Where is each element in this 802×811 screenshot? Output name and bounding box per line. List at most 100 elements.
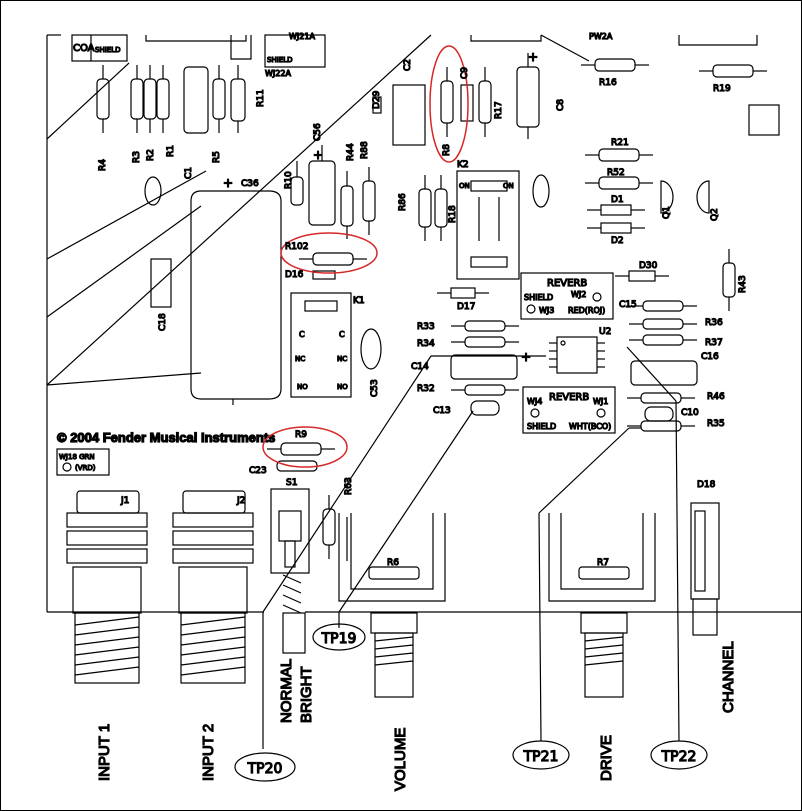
k2-on-right: ON [503, 182, 514, 190]
r16-label: R16 [599, 78, 617, 88]
r43-label: R43 [738, 275, 748, 293]
d30-label: D30 [639, 261, 658, 271]
c14-plus: + [521, 350, 531, 364]
reverb-bottom-label: REVERB [549, 392, 589, 403]
s1-label: S1 [286, 478, 297, 488]
d29-label: D29 [372, 90, 382, 109]
r86-label: R86 [398, 193, 408, 211]
c8-label: C8 [556, 99, 566, 111]
wj3-label: WJ1 [593, 397, 608, 406]
j2-label: J2 [236, 496, 245, 506]
wj18-box [56, 448, 110, 476]
volume-label: VOLUME [392, 728, 409, 791]
q2-label: Q2 [710, 208, 720, 221]
d17-label: D17 [457, 302, 475, 312]
k1-no-left: NO [297, 383, 308, 391]
r6-pot [338, 513, 446, 698]
r2-label: R2 [146, 149, 156, 161]
d16-label: D16 [285, 270, 304, 280]
j2-jack [172, 490, 254, 684]
c2-label: C2 [403, 59, 413, 71]
k1-nc-right: NC [337, 355, 347, 363]
wj4-label: WJ4 [527, 397, 542, 406]
c36-capacitor [144, 176, 282, 405]
u2-label: U2 [599, 327, 611, 337]
r5-label: R5 [212, 151, 222, 163]
c9-label: C9 [460, 67, 470, 79]
r11-label: R11 [256, 89, 266, 107]
shield-label-wj: SHIELD [267, 56, 292, 64]
tp21[interactable] [512, 740, 570, 770]
wj1-label: WJ2 [571, 290, 586, 299]
r8-highlight [429, 45, 469, 163]
d18-led [690, 502, 720, 636]
r52-label: R52 [607, 168, 625, 178]
c13-label: C13 [433, 406, 451, 416]
c56-plus: + [313, 148, 323, 162]
c10-label: C10 [681, 408, 699, 418]
r36-label: R36 [705, 318, 723, 328]
wht-bco-label: WHT(BCO) [569, 422, 611, 431]
r21-label: R21 [611, 138, 629, 148]
j1-label: J1 [120, 496, 129, 506]
c56-label: C56 [313, 123, 323, 141]
tp20[interactable] [234, 752, 296, 782]
r9-highlight [262, 426, 348, 468]
tp21-label: TP21 [523, 749, 559, 765]
k2-label: K2 [457, 160, 469, 170]
r8-resistor [440, 67, 492, 137]
channel-label: CHANNEL [720, 641, 737, 713]
r102-resistor [299, 252, 367, 280]
k1-nc-left: NC [295, 355, 305, 363]
r102-label: R102 [285, 242, 308, 252]
k2-relay [456, 170, 520, 280]
r34-label: R34 [417, 339, 435, 349]
u2-ic [549, 336, 605, 374]
r44-label: R44 [346, 143, 356, 161]
c14-label: C14 [411, 362, 429, 372]
reverb-top-label: REVERB [547, 278, 587, 289]
input-2-label: INPUT 2 [200, 724, 217, 781]
mid-resistors [450, 300, 698, 432]
r33-label: R33 [417, 322, 435, 332]
tp22-label: TP22 [661, 749, 697, 765]
wj22a-label: WJ22A [265, 69, 291, 78]
d1-label: D1 [611, 195, 624, 205]
r63-label: R63 [344, 477, 354, 495]
coax-connector [71, 34, 128, 62]
r35-label: R35 [707, 419, 725, 429]
c56-group [290, 84, 426, 239]
tp20-label: TP20 [247, 761, 283, 777]
tp22[interactable] [650, 740, 708, 770]
r63-resistor [322, 495, 348, 561]
d18-label: D18 [697, 480, 716, 490]
r102-highlight [280, 232, 378, 274]
r7-pot [548, 513, 656, 698]
r8-label: R8 [442, 144, 452, 156]
r7-label: R7 [597, 558, 609, 568]
c8-plus: + [528, 50, 538, 64]
copyright-text: © 2004 Fender Musical Instruments [57, 430, 275, 445]
r32-label: R32 [417, 384, 435, 394]
wj21a-label: WJ21A [289, 32, 315, 41]
r88-label: R88 [360, 141, 370, 159]
resistor-group-left [96, 65, 246, 134]
r4-label: R4 [98, 159, 108, 171]
bright-label: BRIGHT [298, 666, 315, 723]
reverb-bottom-shield: SHIELD [527, 422, 556, 431]
tp19[interactable] [312, 623, 366, 651]
input-1-label: INPUT 1 [96, 724, 113, 781]
r17-label: R17 [494, 101, 504, 119]
board-outline [46, 34, 801, 613]
r37-label: R37 [705, 338, 723, 348]
drive-label: DRIVE [598, 735, 615, 781]
tp19-label: TP19 [321, 631, 357, 647]
reverb-top-shield: SHIELD [524, 293, 553, 302]
c1-label: C1 [184, 167, 194, 179]
k1-relay [290, 292, 382, 398]
coax-label: COA [73, 43, 95, 54]
c53-label: C53 [370, 379, 380, 397]
top-connectors [145, 34, 758, 68]
